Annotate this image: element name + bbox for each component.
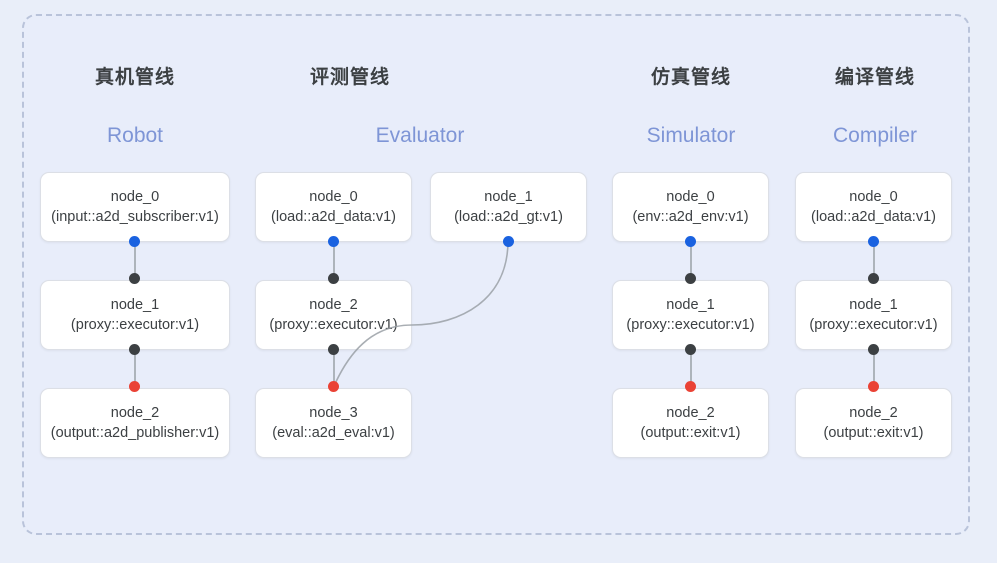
output-port-simulator-1[interactable] [685,344,696,355]
node-type: (proxy::executor:v1) [809,317,938,333]
node-type: (proxy::executor:v1) [626,317,755,333]
node-type: (proxy::executor:v1) [269,317,398,333]
node-name: node_1 [849,297,898,313]
column-title-en-simulator: Simulator [646,124,736,147]
input-port-compiler-2[interactable] [868,381,879,392]
node-compiler-0[interactable]: node_0 (load::a2d_data:v1) [795,172,952,242]
edge-simulator-1-2 [690,349,692,386]
output-port-evaluator-0[interactable] [328,236,339,247]
node-type: (load::a2d_data:v1) [811,209,936,225]
node-type: (env::a2d_env:v1) [632,209,749,225]
node-compiler-1[interactable]: node_1 (proxy::executor:v1) [795,280,952,350]
input-port-compiler-1[interactable] [868,273,879,284]
node-type: (load::a2d_data:v1) [271,209,396,225]
node-type: (load::a2d_gt:v1) [454,209,563,225]
node-name: node_1 [484,189,533,205]
node-name: node_2 [309,297,358,313]
edge-robot-1-2 [134,349,136,386]
column-title-en-evaluator: Evaluator [375,124,465,147]
input-port-simulator-1[interactable] [685,273,696,284]
output-port-simulator-0[interactable] [685,236,696,247]
node-simulator-1[interactable]: node_1 (proxy::executor:v1) [612,280,769,350]
node-name: node_0 [110,189,160,205]
node-name: node_2 [110,405,160,421]
node-evaluator-3[interactable]: node_3 (eval::a2d_eval:v1) [255,388,412,458]
node-type: (output::exit:v1) [823,425,924,441]
column-title-en-compiler: Compiler [832,124,918,147]
output-port-robot-0[interactable] [129,236,140,247]
input-port-robot-2[interactable] [129,381,140,392]
input-port-evaluator-2[interactable] [328,273,339,284]
node-name: node_0 [309,189,358,205]
node-name: node_2 [666,405,715,421]
node-name: node_2 [849,405,898,421]
column-title-cn-compiler: 编译管线 [834,67,915,88]
node-type: (proxy::executor:v1) [70,317,200,333]
output-port-compiler-1[interactable] [868,344,879,355]
node-name: node_3 [309,405,358,421]
node-simulator-0[interactable]: node_0 (env::a2d_env:v1) [612,172,769,242]
node-robot-0[interactable]: node_0 (input::a2d_subscriber:v1) [40,172,230,242]
output-port-robot-1[interactable] [129,344,140,355]
input-port-robot-1[interactable] [129,273,140,284]
node-type: (eval::a2d_eval:v1) [272,425,395,441]
node-type: (output::a2d_publisher:v1) [50,425,220,441]
node-type: (output::exit:v1) [640,425,741,441]
output-port-evaluator-1[interactable] [503,236,514,247]
node-evaluator-0[interactable]: node_0 (load::a2d_data:v1) [255,172,412,242]
node-robot-2[interactable]: node_2 (output::a2d_publisher:v1) [40,388,230,458]
input-port-evaluator-3[interactable] [328,381,339,392]
edge-compiler-1-2 [873,349,875,386]
output-port-evaluator-2[interactable] [328,344,339,355]
column-title-cn-evaluator: 评测管线 [309,67,390,88]
edge-simulator-0-1 [690,241,692,278]
output-port-compiler-0[interactable] [868,236,879,247]
node-name: node_1 [110,297,160,313]
node-evaluator-1[interactable]: node_1 (load::a2d_gt:v1) [430,172,587,242]
node-type: (input::a2d_subscriber:v1) [51,209,219,225]
edge-robot-0-1 [134,241,136,278]
node-name: node_0 [849,189,898,205]
node-robot-1[interactable]: node_1 (proxy::executor:v1) [40,280,230,350]
node-name: node_1 [666,297,715,313]
column-title-cn-robot: 真机管线 [94,67,175,88]
column-title-cn-simulator: 仿真管线 [650,67,731,88]
node-compiler-2[interactable]: node_2 (output::exit:v1) [795,388,952,458]
input-port-simulator-2[interactable] [685,381,696,392]
node-name: node_0 [666,189,715,205]
node-evaluator-2[interactable]: node_2 (proxy::executor:v1) [255,280,412,350]
node-simulator-2[interactable]: node_2 (output::exit:v1) [612,388,769,458]
edge-compiler-0-1 [873,241,875,278]
column-title-en-robot: Robot [106,124,164,147]
